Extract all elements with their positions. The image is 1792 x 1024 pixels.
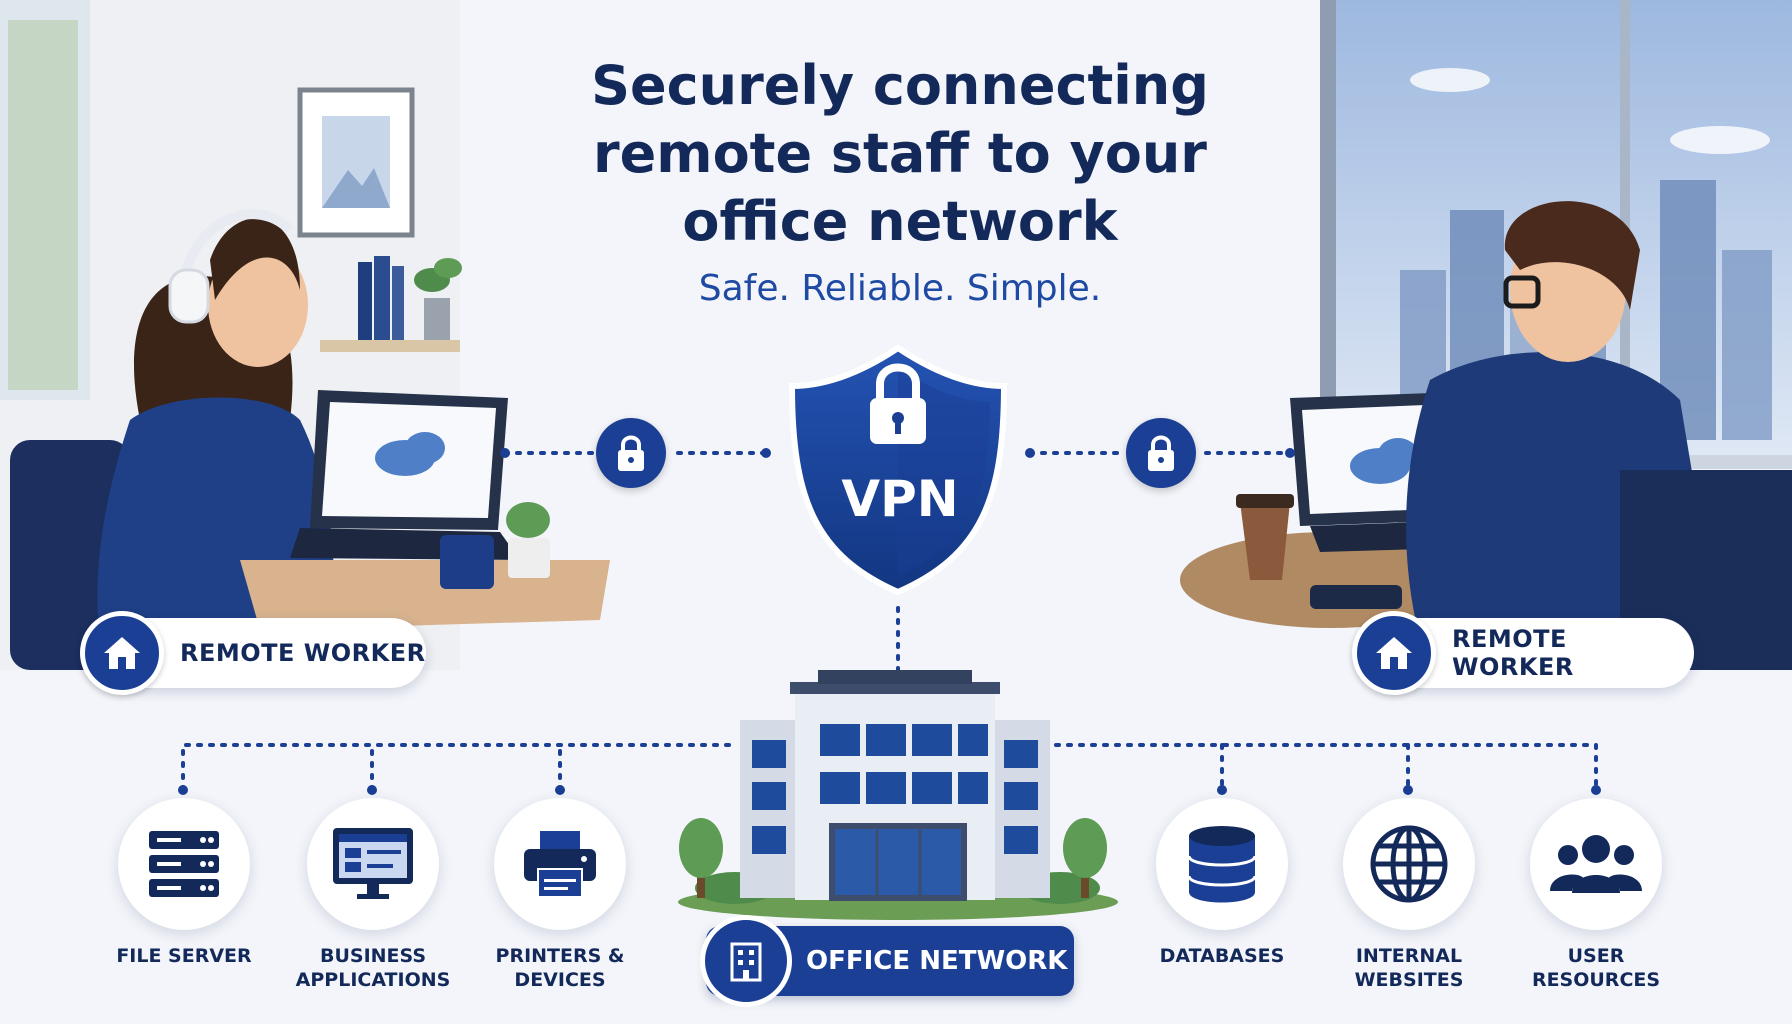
house-icon	[1352, 611, 1436, 695]
resource-printers-devices: PRINTERS &DEVICES	[470, 798, 650, 992]
building-icon	[700, 915, 792, 1007]
left-worker-illustration	[10, 209, 610, 670]
resource-label: BUSINESS	[319, 945, 427, 967]
resource-file-server: FILE SERVER	[94, 798, 274, 968]
resource-label: APPLICATIONS	[295, 969, 451, 991]
page-title: Securely connecting remote staff to your…	[591, 54, 1209, 253]
house-icon	[80, 611, 164, 695]
globe-icon	[1343, 798, 1475, 930]
resource-label: INTERNAL	[1355, 945, 1463, 967]
remote-worker-label: REMOTE WORKER	[180, 639, 426, 667]
resource-label: FILE SERVER	[116, 945, 252, 967]
resource-label: DATABASES	[1159, 945, 1285, 967]
vpn-shield	[788, 344, 1008, 596]
database-icon	[1156, 798, 1288, 930]
office-building-illustration	[678, 670, 1118, 920]
printer-icon	[494, 798, 626, 930]
remote-worker-badge-right: REMOTE WORKER	[1352, 611, 1694, 695]
lock-icon	[1126, 418, 1196, 488]
resource-label: USER	[1567, 945, 1625, 967]
resource-label: WEBSITES	[1354, 969, 1464, 991]
users-icon	[1530, 798, 1662, 930]
remote-worker-label: REMOTE WORKER	[1452, 625, 1574, 681]
vpn-label: VPN	[841, 470, 959, 528]
office-network-badge: OFFICE NETWORK	[700, 915, 1074, 1007]
server-icon	[118, 798, 250, 930]
resource-label: RESOURCES	[1531, 969, 1661, 991]
monitor-app-icon	[307, 798, 439, 930]
office-network-label: OFFICE NETWORK	[806, 946, 1068, 976]
right-worker-illustration	[1180, 201, 1792, 670]
resource-label: PRINTERS &	[495, 945, 625, 967]
connection-endpoints	[178, 448, 1601, 795]
lock-icon	[596, 418, 666, 488]
resource-label: DEVICES	[514, 969, 606, 991]
page-subtitle: Safe. Reliable. Simple.	[698, 268, 1102, 309]
connection-lines	[181, 451, 1598, 792]
resource-databases: DATABASES	[1132, 798, 1312, 968]
remote-worker-badge-left: REMOTE WORKER	[80, 611, 426, 695]
